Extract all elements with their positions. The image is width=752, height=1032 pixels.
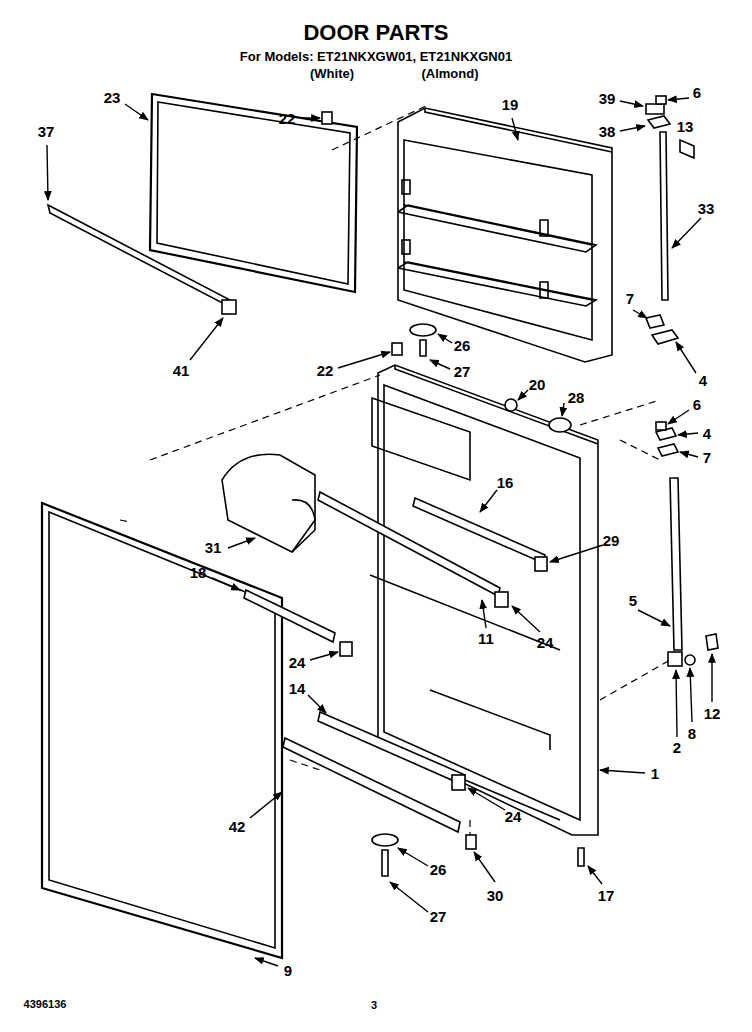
callout-number: 19 — [502, 97, 519, 112]
callout-number: 37 — [38, 124, 55, 139]
callout-number: 31 — [205, 540, 222, 555]
callout-number: 13 — [677, 119, 694, 134]
callout-number: 27 — [430, 909, 447, 924]
diagram-title: DOOR PARTS — [303, 22, 448, 44]
callout-number: 27 — [454, 364, 471, 379]
callout-number: 1 — [651, 766, 659, 781]
callout-number: 33 — [698, 201, 715, 216]
callout-number: 30 — [487, 888, 504, 903]
callout-number: 16 — [497, 475, 514, 490]
callout-number: 11 — [478, 631, 494, 646]
callout-number: 42 — [229, 819, 246, 834]
callout-number: 6 — [693, 85, 701, 100]
callout-number: 23 — [104, 90, 121, 105]
callout-number: 14 — [289, 681, 306, 696]
callout-number: 20 — [529, 377, 546, 392]
callout-number: 4 — [703, 426, 711, 441]
callout-number: 8 — [688, 726, 696, 741]
callout-number: 22 — [279, 111, 296, 126]
callout-number: 9 — [284, 963, 292, 978]
callout-number: 24 — [537, 635, 554, 650]
page-number: 3 — [371, 1000, 377, 1011]
callout-number: 28 — [568, 390, 585, 405]
callout-number: 7 — [626, 291, 634, 306]
callout-number: 24 — [289, 655, 306, 670]
model-color: (Almond) — [421, 67, 478, 80]
callout-number: 2 — [673, 740, 681, 755]
callout-number: 29 — [603, 533, 620, 548]
callout-number: 39 — [599, 91, 616, 106]
callout-number: 18 — [190, 565, 207, 580]
drawing-number: 4396136 — [24, 999, 67, 1010]
callout-number: 41 — [173, 363, 190, 378]
callout-number: 12 — [704, 706, 721, 721]
callout-number: 6 — [693, 397, 701, 412]
callout-number: 17 — [598, 888, 615, 903]
callout-number: 22 — [317, 363, 334, 378]
callout-number: 7 — [703, 450, 711, 465]
model-line: For Models: ET21NKXGW01, ET21NKXGN01 — [240, 50, 512, 63]
callout-number: 26 — [430, 862, 447, 877]
model-color: (White) — [310, 67, 354, 80]
callout-number: 38 — [599, 124, 616, 139]
callout-number: 24 — [505, 809, 522, 824]
callout-number: 5 — [629, 593, 637, 608]
callout-number: 26 — [454, 338, 471, 353]
callout-number: 4 — [699, 373, 707, 388]
